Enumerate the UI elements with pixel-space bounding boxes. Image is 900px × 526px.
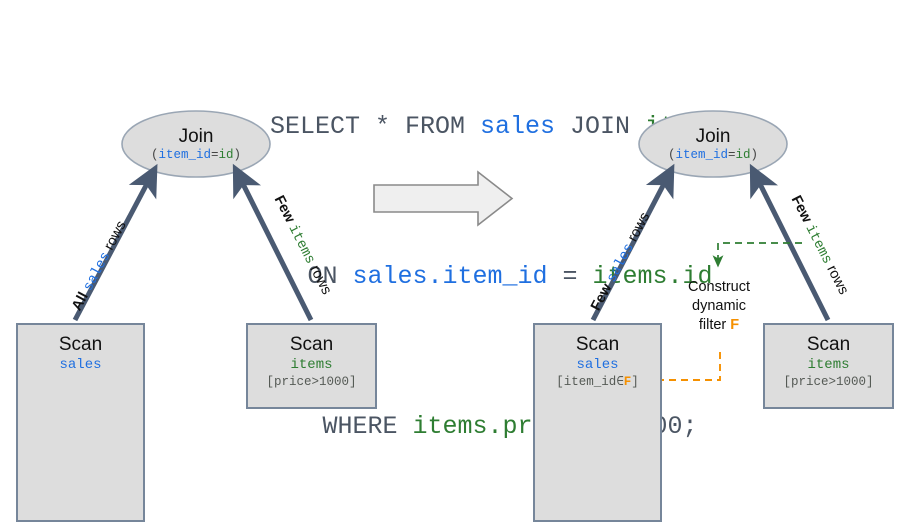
right-edge-items-to-join — [749, 163, 831, 322]
left-scan-sales-node: Scan sales — [16, 323, 145, 522]
dynamic-filter-note-line2: dynamic — [692, 298, 746, 314]
sql-kw-on: ON — [277, 262, 353, 291]
dynamic-filter-note: Construct dynamic filter F — [659, 278, 779, 335]
left-scan-sales-title: Scan — [58, 334, 103, 355]
sql-kw-join: JOIN — [555, 112, 646, 141]
left-scan-sales-relation: sales — [59, 357, 102, 373]
right-scan-items-predicate: [price>1000] — [783, 375, 874, 389]
dynamic-filter-note-line3: filter F — [659, 316, 779, 335]
sql-query-text: SELECT * FROM sales JOIN items ON sales.… — [0, 22, 900, 526]
left-scan-items-node: Scan items [price>1000] — [246, 323, 377, 409]
sql-kw-select: SELECT * FROM — [269, 112, 480, 141]
dynamic-filter-note-label: filter — [698, 317, 731, 333]
dynamic-filter-source-arrow — [712, 242, 802, 268]
sql-table-sales: sales — [480, 112, 556, 141]
sql-query-line-2: ON sales.item_id = items.id — [0, 232, 900, 322]
right-scan-sales-relation: sales — [576, 357, 619, 373]
left-edge-sales-to-join — [72, 163, 158, 322]
sql-op-eq: = — [547, 262, 593, 291]
sql-kw-where: WHERE — [292, 412, 413, 441]
dynamic-filter-note-line1: Construct — [687, 279, 751, 295]
right-scan-sales-predicate-var: F — [623, 375, 632, 389]
sql-col-sales-itemid: sales.item_id — [352, 262, 548, 291]
right-scan-sales-predicate: [item_id∈F] — [535, 374, 660, 391]
right-scan-items-relation: items — [807, 357, 850, 373]
right-scan-sales-predicate-pre: [item_id∈ — [556, 375, 624, 389]
left-join-node — [121, 110, 271, 178]
right-scan-items-node: Scan items [price>1000] — [763, 323, 894, 409]
right-join-node — [638, 110, 788, 178]
right-scan-sales-title: Scan — [575, 334, 620, 355]
right-scan-items-title: Scan — [806, 334, 851, 355]
right-scan-sales-node: Scan sales [item_id∈F] — [533, 323, 662, 522]
dynamic-filter-variable: F — [730, 317, 740, 333]
dynamic-filter-apply-arrow — [641, 352, 721, 387]
transformation-arrow — [373, 170, 514, 227]
left-scan-items-predicate: [price>1000] — [266, 375, 357, 389]
left-edge-items-to-join — [232, 163, 314, 322]
right-edge-sales-to-join — [590, 163, 675, 322]
left-scan-items-relation: items — [290, 357, 333, 373]
right-scan-sales-predicate-post: ] — [631, 375, 639, 389]
left-scan-items-title: Scan — [289, 334, 334, 355]
